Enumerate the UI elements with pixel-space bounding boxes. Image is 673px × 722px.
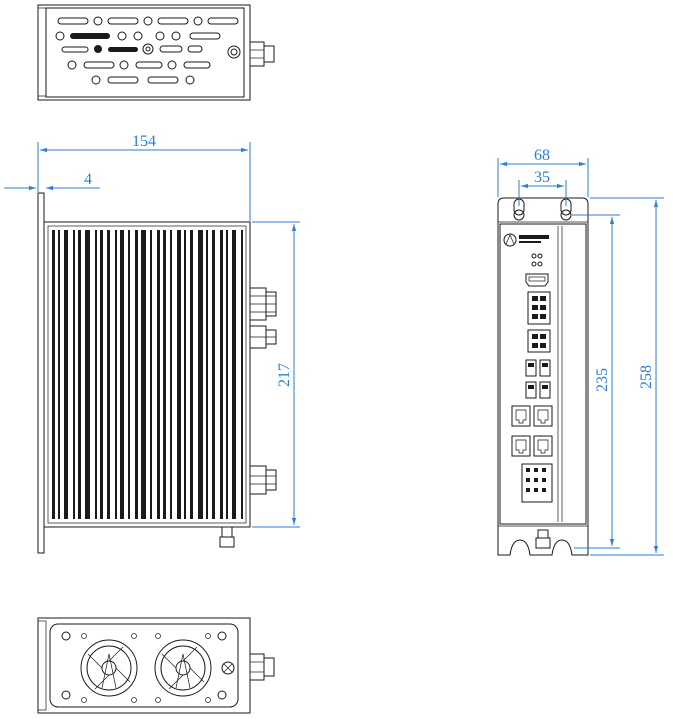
- heatsink-fin: [128, 230, 130, 519]
- dimension-side-width: 68: [497, 147, 589, 197]
- dimension-mount-hole-height: 235: [572, 214, 620, 549]
- side-view: [497, 197, 589, 556]
- heatsink-fins: [52, 230, 243, 519]
- bottom-view: [37, 617, 275, 714]
- front-view-connector-3: [249, 465, 277, 495]
- usb-ports: [525, 359, 551, 399]
- heatsink-fin: [141, 230, 146, 519]
- heatsink-fin: [177, 230, 181, 519]
- heatsink-fin: [170, 230, 172, 519]
- heatsink-fin: [73, 230, 75, 519]
- dimension-217-label: 217: [276, 363, 293, 387]
- dimension-235-label: 235: [594, 368, 611, 392]
- heatsink-fin: [64, 230, 68, 519]
- hdmi-port: [525, 273, 549, 287]
- side-view-serial-terminal: [521, 463, 553, 503]
- dimension-35-label: 35: [534, 169, 550, 186]
- heatsink-fin: [206, 230, 208, 519]
- bird-logo: [503, 233, 549, 247]
- status-leds: [531, 253, 543, 267]
- heatsink-fin: [107, 230, 110, 519]
- bottom-view-connector: [249, 653, 275, 681]
- dimension-front-width: 154: [37, 133, 251, 221]
- heatsink-fin: [95, 230, 97, 519]
- dimension-258-label: 258: [638, 365, 655, 389]
- heatsink-fin: [190, 230, 193, 519]
- ground-symbol-icon: [221, 661, 235, 675]
- heatsink-fin: [100, 230, 103, 519]
- top-view-connector: [249, 41, 275, 67]
- bottom-view-vent-holes: [81, 633, 211, 703]
- side-view-mount-hole-left: [513, 198, 525, 221]
- heatsink-fin: [232, 230, 236, 519]
- heatsink-fin: [85, 230, 90, 519]
- side-view-mount-hole-right: [560, 198, 572, 221]
- heatsink-fin: [163, 230, 166, 519]
- dimension-4-label: 4: [84, 171, 92, 188]
- heatsink-fin: [241, 230, 243, 519]
- dimension-68-label: 68: [534, 147, 550, 164]
- heatsink-fin: [150, 230, 152, 519]
- front-view-connector-1: [249, 287, 277, 321]
- heatsink-fin: [115, 230, 117, 519]
- front-view: [37, 192, 277, 554]
- dimension-flange-thickness: 4: [4, 171, 100, 191]
- ethernet-ports: [511, 405, 553, 457]
- top-view: [37, 4, 275, 101]
- heatsink-fin: [212, 230, 215, 519]
- dimension-side-height: 258: [590, 197, 664, 556]
- side-view-terminal-2: [527, 329, 551, 353]
- heatsink-fin: [198, 230, 203, 519]
- side-view-ground-stud: [535, 529, 551, 549]
- front-view-ground-stud: [219, 526, 235, 548]
- heatsink-fin: [58, 230, 60, 519]
- front-view-connector-2: [249, 325, 277, 349]
- dimension-154-label: 154: [132, 133, 156, 150]
- fan-icon: [154, 639, 212, 697]
- fan-icon: [80, 639, 138, 697]
- heatsink-fin: [220, 230, 223, 519]
- heatsink-fin: [78, 230, 81, 519]
- heatsink-fin: [52, 230, 55, 519]
- heatsink-fin: [120, 230, 124, 519]
- dimension-mount-hole-spacing: 35: [518, 169, 567, 206]
- top-view-vent-slots: [55, 16, 241, 85]
- heatsink-fin: [226, 230, 228, 519]
- heatsink-fin: [135, 230, 138, 519]
- heatsink-fin: [157, 230, 160, 519]
- side-view-terminal-1: [527, 291, 551, 325]
- heatsink-fin: [184, 230, 186, 519]
- dimension-front-height: 217: [252, 221, 300, 528]
